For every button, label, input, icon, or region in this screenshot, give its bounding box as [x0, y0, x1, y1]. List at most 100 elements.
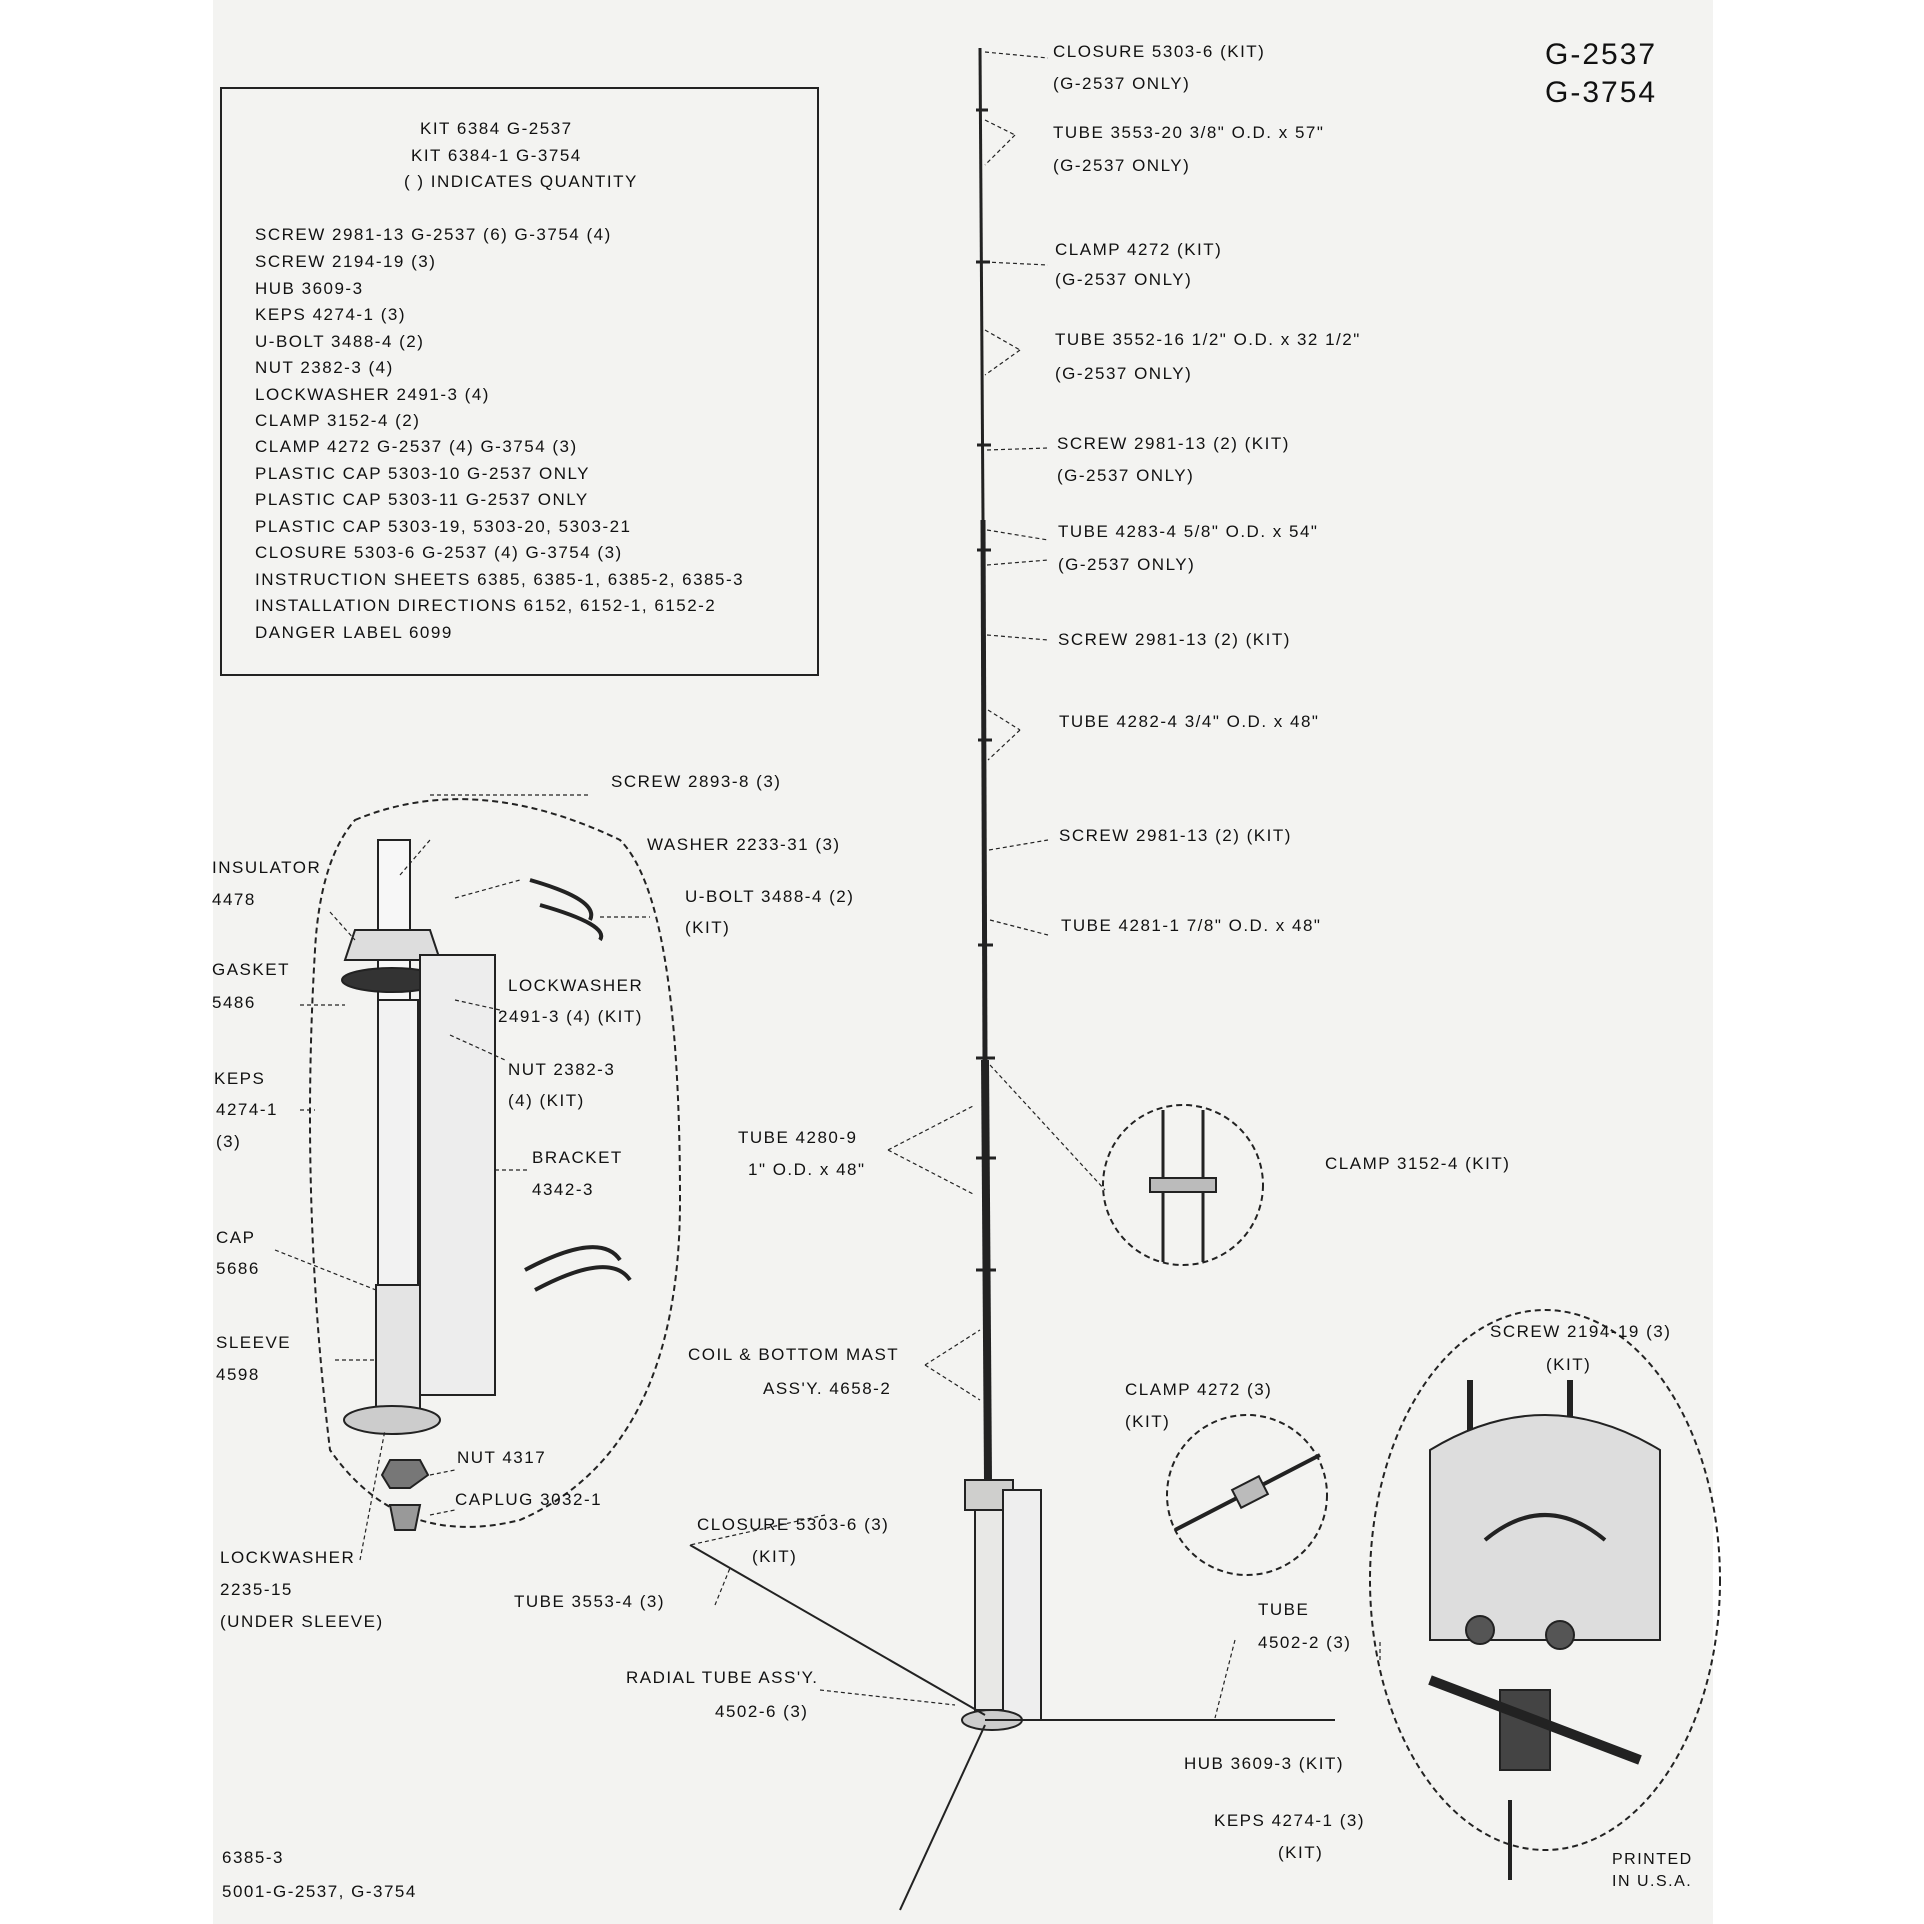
parts-item: LOCKWASHER 2491-3 (4) — [255, 385, 490, 404]
mast-label: SCREW 2981-13 (2) (KIT) — [1058, 630, 1291, 649]
mast-label: SCREW 2981-13 (2) (KIT) — [1059, 826, 1292, 845]
clamp-detail-circle — [1102, 1104, 1264, 1266]
printed-in-usa-2: IN U.S.A. — [1612, 1873, 1693, 1890]
sheet-models: 5001-G-2537, G-3754 — [222, 1882, 417, 1901]
label-bracket-num: 4342-3 — [532, 1180, 594, 1199]
label-tube-4502-num: 4502-2 (3) — [1258, 1633, 1352, 1652]
mast-label: TUBE 3552-16 1/2" O.D. x 32 1/2" — [1055, 330, 1361, 349]
base-detail-oval — [309, 798, 682, 1528]
label-ubolt-kit: (KIT) — [685, 918, 731, 937]
parts-item: HUB 3609-3 — [255, 279, 364, 298]
mast-label: (G-2537 ONLY) — [1053, 156, 1191, 175]
parts-item: PLASTIC CAP 5303-11 G-2537 ONLY — [255, 490, 589, 509]
label-closure-3-kit: (KIT) — [752, 1547, 798, 1566]
label-sleeve-num: 4598 — [216, 1365, 260, 1384]
label-radial: RADIAL TUBE ASS'Y. — [626, 1668, 819, 1687]
printed-in-usa: PRINTED — [1612, 1851, 1693, 1868]
kit-line-1: KIT 6384 G-2537 — [420, 119, 573, 138]
label-gasket: GASKET — [212, 960, 290, 979]
mast-label: (G-2537 ONLY) — [1055, 364, 1193, 383]
label-keps-left-qty: (3) — [216, 1132, 242, 1151]
sheet-number: 6385-3 — [222, 1848, 284, 1867]
mast-top-section — [978, 47, 985, 521]
label-lockwasher-2235: LOCKWASHER — [220, 1548, 356, 1567]
label-insulator: INSULATOR — [212, 858, 322, 877]
label-coil-assy: ASS'Y. 4658-2 — [763, 1379, 892, 1398]
mast-label: SCREW 2981-13 (2) (KIT) — [1057, 434, 1290, 453]
label-screw-2194-kit: (KIT) — [1546, 1355, 1592, 1374]
label-nut-4317: NUT 4317 — [457, 1448, 547, 1467]
mast-label: (G-2537 ONLY) — [1057, 466, 1195, 485]
parts-item: CLAMP 4272 G-2537 (4) G-3754 (3) — [255, 437, 578, 456]
parts-item: U-BOLT 3488-4 (2) — [255, 332, 425, 351]
label-screw-2893: SCREW 2893-8 (3) — [611, 772, 782, 791]
mast-label: (G-2537 ONLY) — [1055, 270, 1193, 289]
parts-item: INSTALLATION DIRECTIONS 6152, 6152-1, 61… — [255, 596, 717, 615]
label-tube-4502: TUBE — [1258, 1600, 1310, 1619]
mast-label: CLAMP 4272 (KIT) — [1055, 240, 1223, 259]
parts-item: KEPS 4274-1 (3) — [255, 305, 407, 324]
label-washer: WASHER 2233-31 (3) — [647, 835, 841, 854]
radial-tube-1 — [689, 1544, 986, 1716]
label-ubolt: U-BOLT 3488-4 (2) — [685, 887, 855, 906]
mast-label: TUBE 4283-4 5/8" O.D. x 54" — [1058, 522, 1319, 541]
mast-label: (G-2537 ONLY) — [1053, 74, 1191, 93]
base-cone — [964, 1479, 1014, 1511]
parts-item: INSTRUCTION SHEETS 6385, 6385-1, 6385-2,… — [255, 570, 745, 589]
label-bracket: BRACKET — [532, 1148, 623, 1167]
hub-detail-ellipse — [1369, 1309, 1721, 1851]
label-coil: COIL & BOTTOM MAST — [688, 1345, 900, 1364]
label-keps-left: KEPS — [214, 1069, 266, 1088]
label-lockwasher-2235-note: (UNDER SLEEVE) — [220, 1612, 384, 1631]
label-keps-right-kit: (KIT) — [1278, 1843, 1324, 1862]
label-nut-2382-qty: (4) (KIT) — [508, 1091, 585, 1110]
parts-item: CLAMP 3152-4 (2) — [255, 411, 421, 430]
kit-line-2: KIT 6384-1 G-3754 — [411, 146, 582, 165]
label-radial-num: 4502-6 (3) — [715, 1702, 809, 1721]
label-lockwasher-2491-num: 2491-3 (4) (KIT) — [498, 1007, 643, 1026]
mast-label: TUBE 3553-20 3/8" O.D. x 57" — [1053, 123, 1325, 142]
label-tube-3553-4: TUBE 3553-4 (3) — [514, 1592, 665, 1611]
base-mast — [974, 1479, 1004, 1711]
parts-item: PLASTIC CAP 5303-19, 5303-20, 5303-21 — [255, 517, 632, 536]
label-tube-4280-size: 1" O.D. x 48" — [748, 1160, 866, 1179]
parts-item: PLASTIC CAP 5303-10 G-2537 ONLY — [255, 464, 591, 483]
base-bracket — [1002, 1489, 1042, 1721]
label-cap: CAP — [216, 1228, 256, 1247]
mast-label: (G-2537 ONLY) — [1058, 555, 1196, 574]
label-cap-num: 5686 — [216, 1259, 260, 1278]
label-tube-4280: TUBE 4280-9 — [738, 1128, 858, 1147]
label-keps-left-num: 4274-1 — [216, 1100, 278, 1119]
quantity-note: ( ) INDICATES QUANTITY — [404, 172, 638, 191]
clamp-4272-detail-circle — [1166, 1414, 1328, 1576]
label-hub: HUB 3609-3 (KIT) — [1184, 1754, 1345, 1773]
radial-tube-3 — [899, 1724, 986, 1911]
label-clamp-4272-3-kit: (KIT) — [1125, 1412, 1171, 1431]
label-sleeve: SLEEVE — [216, 1333, 292, 1352]
label-insulator-num: 4478 — [212, 890, 256, 909]
label-caplug: CAPLUG 3032-1 — [455, 1490, 603, 1509]
parts-item: CLOSURE 5303-6 G-2537 (4) G-3754 (3) — [255, 543, 623, 562]
label-clamp-3152: CLAMP 3152-4 (KIT) — [1325, 1154, 1511, 1173]
parts-item: NUT 2382-3 (4) — [255, 358, 394, 377]
label-lockwasher-2235-num: 2235-15 — [220, 1580, 293, 1599]
label-clamp-4272-3: CLAMP 4272 (3) — [1125, 1380, 1273, 1399]
label-lockwasher-2491: LOCKWASHER — [508, 976, 644, 995]
label-keps-right: KEPS 4274-1 (3) — [1214, 1811, 1366, 1830]
label-screw-2194: SCREW 2194-19 (3) — [1490, 1322, 1672, 1341]
mast-mid-section — [980, 519, 988, 1061]
parts-item: SCREW 2981-13 G-2537 (6) G-3754 (4) — [255, 225, 612, 244]
mast-label: CLOSURE 5303-6 (KIT) — [1053, 42, 1266, 61]
model-number-g2537: G-2537 — [1545, 38, 1658, 71]
label-nut-2382: NUT 2382-3 — [508, 1060, 616, 1079]
parts-item: DANGER LABEL 6099 — [255, 623, 453, 642]
parts-list-box: KIT 6384 G-2537 KIT 6384-1 G-3754 ( ) IN… — [220, 87, 819, 676]
label-closure-3: CLOSURE 5303-6 (3) — [697, 1515, 890, 1534]
label-gasket-num: 5486 — [212, 993, 256, 1012]
parts-item: SCREW 2194-19 (3) — [255, 252, 437, 271]
model-number-g3754: G-3754 — [1545, 76, 1658, 109]
mast-label: TUBE 4281-1 7/8" O.D. x 48" — [1061, 916, 1322, 935]
mast-label: TUBE 4282-4 3/4" O.D. x 48" — [1059, 712, 1320, 731]
